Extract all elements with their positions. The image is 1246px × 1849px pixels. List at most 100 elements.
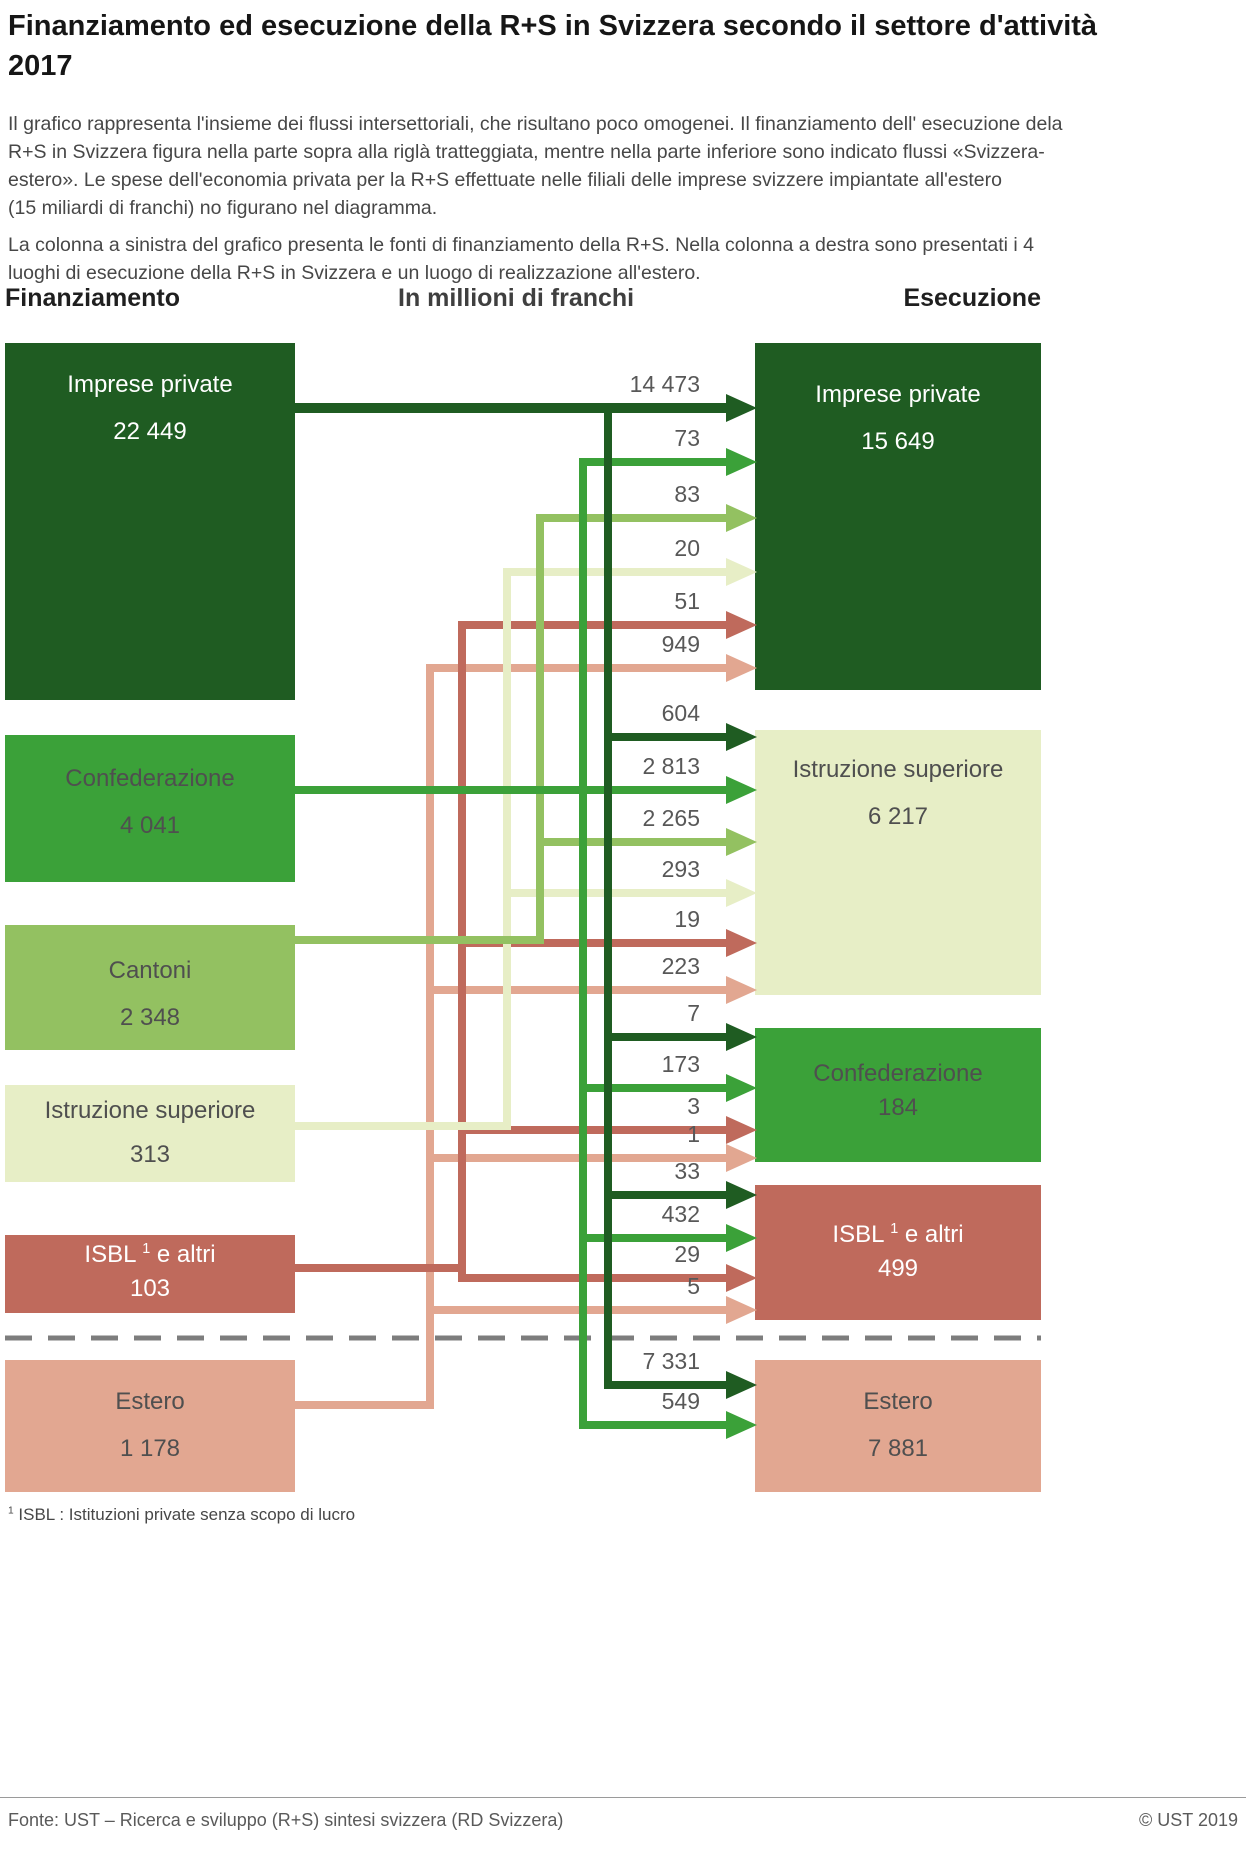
flow-line-imprese_private-to-confederazione <box>295 404 729 1041</box>
sector-label: Istruzione superiore <box>792 756 1004 783</box>
flow-line-imprese_private-to-isbl_e_altri <box>295 404 729 1199</box>
flow-value-label: 949 <box>661 631 700 657</box>
flow-arrowhead-cantoni-to-istruzione_superiore <box>726 828 757 856</box>
flow-line-istruzione_superiore-to-istruzione_superiore <box>295 889 729 1130</box>
sector-value: 184 <box>877 1094 919 1121</box>
execution-box-imprese-private: Imprese private 15 649 <box>755 343 1041 690</box>
execution-column-header: Esecuzione <box>903 284 1041 312</box>
flow-value-label: 2 813 <box>642 753 700 779</box>
flow-value-label: 173 <box>661 1051 700 1077</box>
financing-box-istruzione-superiore: Istruzione superiore 313 <box>5 1085 295 1182</box>
flow-line-estero-to-confederazione <box>295 1154 729 1409</box>
units-column-header: In millioni di franchi <box>398 284 635 312</box>
financing-box-imprese-private: Imprese private 22 449 <box>5 343 295 700</box>
footnote-text: ISBL : Istituzioni private senza scopo d… <box>18 1505 356 1524</box>
flow-value-label: 83 <box>674 481 700 507</box>
flow-value-label: 20 <box>674 535 700 561</box>
flow-value-label: 2 265 <box>642 805 700 831</box>
financing-box-estero: Estero 1 178 <box>5 1360 295 1492</box>
flow-value-label: 223 <box>661 953 700 979</box>
flow-arrowhead-cantoni-to-imprese_private <box>726 504 757 532</box>
flow-value-label: 604 <box>661 700 700 726</box>
sector-value: 1 178 <box>119 1435 181 1462</box>
flow-arrowhead-confederazione-to-isbl_e_altri <box>726 1224 757 1252</box>
flow-arrowhead-confederazione-to-confederazione <box>726 1074 757 1102</box>
flow-line-imprese_private-to-istruzione_superiore <box>295 404 729 741</box>
flow-value-label: 33 <box>674 1158 700 1184</box>
flow-arrowhead-isbl_e_altri-to-isbl_e_altri <box>726 1264 757 1292</box>
sector-label: Estero <box>115 1388 185 1415</box>
flow-value-label: 5 <box>687 1273 700 1299</box>
execution-box-confederazione: Confederazione 184 <box>755 1028 1041 1162</box>
sector-label: Imprese private <box>67 371 233 398</box>
flow-value-label: 51 <box>674 588 700 614</box>
flow-line-confederazione-to-estero <box>295 786 729 1429</box>
footnote-marker: 1 <box>890 1221 899 1237</box>
footnote-marker: 1 <box>8 1505 14 1517</box>
flow-line-isbl_e_altri-to-istruzione_superiore <box>295 939 729 1272</box>
sector-value: 103 <box>129 1275 171 1302</box>
sector-label: Cantoni <box>108 957 192 984</box>
flow-arrowhead-confederazione-to-imprese_private <box>726 448 757 476</box>
sector-label-text: e altri <box>904 1221 964 1248</box>
flow-line-confederazione-to-imprese_private <box>295 458 729 794</box>
flow-line-isbl_e_altri-to-confederazione <box>295 1126 729 1272</box>
footnote-isbl: 1 ISBL : Istituzioni private senza scopo… <box>8 1505 355 1525</box>
flow-arrowhead-isbl_e_altri-to-imprese_private <box>726 611 757 639</box>
flow-line-cantoni-to-istruzione_superiore <box>295 838 729 944</box>
flow-arrowhead-isbl_e_altri-to-istruzione_superiore <box>726 929 757 957</box>
flow-value-label: 3 <box>687 1093 700 1119</box>
flow-arrowhead-istruzione_superiore-to-imprese_private <box>726 558 757 586</box>
sector-label: Imprese private <box>815 381 981 408</box>
flow-line-imprese_private-to-estero <box>295 404 729 1389</box>
sector-label: Estero <box>863 1388 933 1415</box>
financing-box-confederazione: Confederazione 4 041 <box>5 735 295 882</box>
flow-line-isbl_e_altri-to-imprese_private <box>295 621 729 1272</box>
flow-line-istruzione_superiore-to-imprese_private <box>295 568 729 1130</box>
sector-label-text: e altri <box>156 1241 216 1268</box>
sector-value: 7 881 <box>867 1435 929 1462</box>
flow-value-label: 19 <box>674 906 700 932</box>
sector-value: 313 <box>129 1141 171 1168</box>
intro-paragraph-2: La colonna a sinistra del grafico presen… <box>8 234 1034 284</box>
sector-label: Confederazione <box>813 1060 983 1087</box>
flow-arrowhead-imprese_private-to-confederazione <box>726 1023 757 1051</box>
financing-box-isbl-e-altri: ISBL 1 e altri 103 <box>5 1235 295 1313</box>
flow-value-label: 7 331 <box>642 1348 700 1374</box>
flow-line-confederazione-to-confederazione <box>295 786 729 1092</box>
flow-arrowhead-isbl_e_altri-to-confederazione <box>726 1116 757 1144</box>
flow-value-label: 29 <box>674 1241 700 1267</box>
page-title-year: 2017 <box>8 50 73 82</box>
flow-arrowhead-imprese_private-to-estero <box>726 1371 757 1399</box>
flow-value-label: 432 <box>661 1201 700 1227</box>
copyright-note: © UST 2019 <box>1139 1810 1238 1830</box>
sector-label-text: ISBL <box>84 1241 136 1268</box>
flow-line-estero-to-isbl_e_altri <box>295 1306 729 1409</box>
intro-paragraph-1: Il grafico rappresenta l'insieme dei flu… <box>8 113 1063 219</box>
flow-line-estero-to-istruzione_superiore <box>295 986 729 1409</box>
flow-line-confederazione-to-isbl_e_altri <box>295 786 729 1242</box>
source-note: Fonte: UST – Ricerca e sviluppo (R+S) si… <box>8 1810 564 1830</box>
flow-value-label: 7 <box>687 1000 700 1026</box>
flow-value-label: 14 473 <box>629 371 700 397</box>
execution-box-estero: Estero 7 881 <box>755 1360 1041 1492</box>
page-title: Finanziamento ed esecuzione della R+S in… <box>8 6 1097 86</box>
sector-value: 4 041 <box>119 812 181 839</box>
sector-value: 2 348 <box>119 1004 181 1031</box>
flow-arrowhead-imprese_private-to-isbl_e_altri <box>726 1181 757 1209</box>
flow-arrowhead-confederazione-to-estero <box>726 1411 757 1439</box>
sector-label: Confederazione <box>65 765 235 792</box>
flow-value-label: 1 <box>687 1121 700 1147</box>
flow-line-estero-to-imprese_private <box>295 664 729 1409</box>
flow-arrowhead-confederazione-to-istruzione_superiore <box>726 776 757 804</box>
financing-column-header: Finanziamento <box>5 284 181 312</box>
sector-label: ISBL 1 e altri <box>84 1241 215 1269</box>
footer: Fonte: UST – Ricerca e sviluppo (R+S) si… <box>0 1797 1246 1831</box>
sector-label: Istruzione superiore <box>44 1097 256 1124</box>
sector-value: 499 <box>877 1255 919 1282</box>
flow-arrowhead-imprese_private-to-imprese_private <box>726 394 757 422</box>
flow-value-label: 73 <box>674 425 700 451</box>
flow-line-isbl_e_altri-to-isbl_e_altri <box>295 1264 729 1282</box>
flow-arrowhead-istruzione_superiore-to-istruzione_superiore <box>726 879 757 907</box>
flow-arrowhead-estero-to-isbl_e_altri <box>726 1296 757 1324</box>
